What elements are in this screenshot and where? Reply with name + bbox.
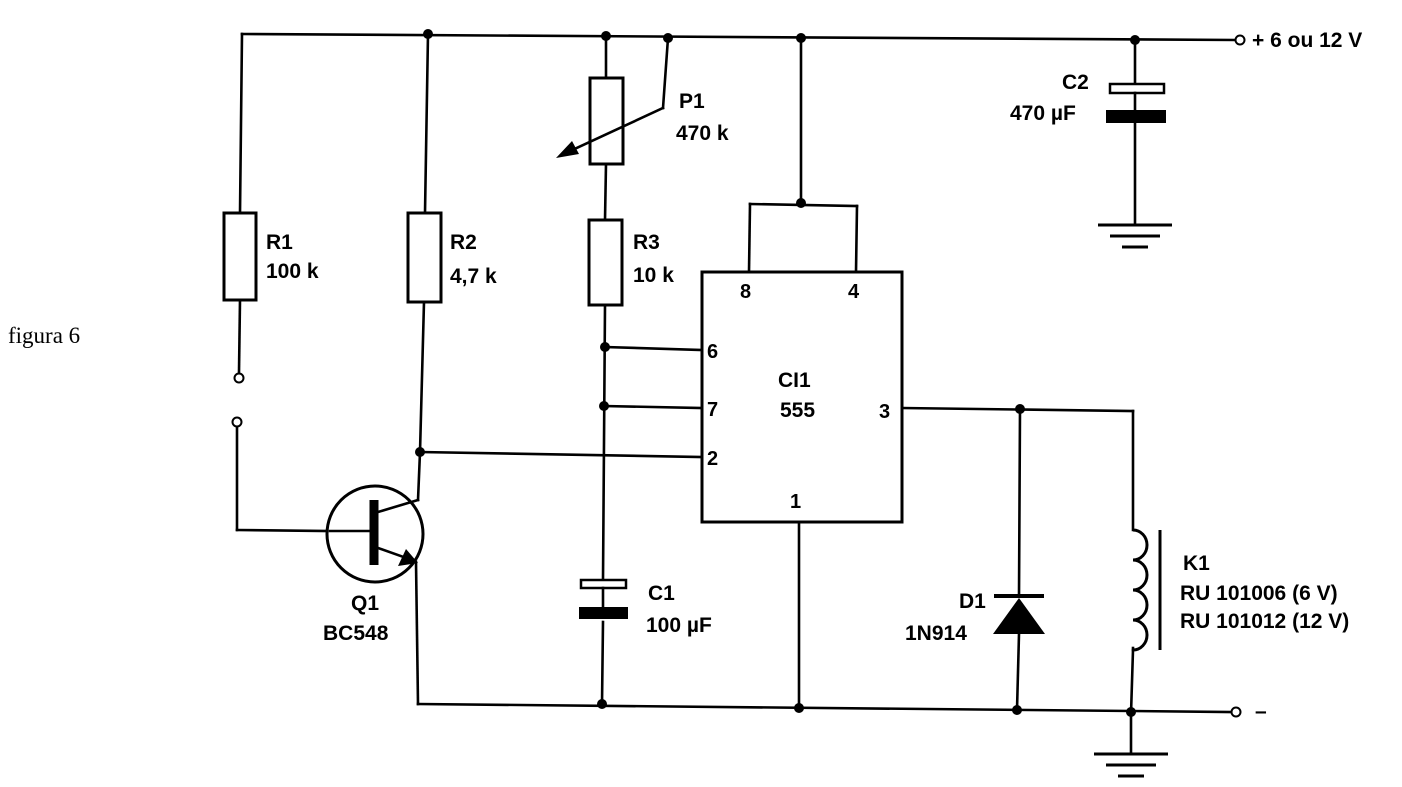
positive-supply-label: + 6 ou 12 V	[1252, 29, 1362, 52]
k1-ref: K1	[1183, 552, 1210, 575]
d1-diode-symbol	[993, 594, 1045, 634]
c1-ref: C1	[648, 582, 675, 605]
ci1-value: 555	[780, 399, 815, 422]
p1-ref: P1	[679, 90, 705, 113]
d1-value: 1N914	[905, 622, 967, 645]
c2-capacitor-symbol	[1106, 82, 1166, 123]
ci1-pin-1: 1	[790, 491, 801, 513]
ground-symbol-main	[1094, 752, 1168, 778]
q1-value: BC548	[323, 622, 389, 645]
r2-value: 4,7 k	[450, 265, 497, 288]
k1-relay-coil-symbol	[1131, 528, 1162, 652]
ci1-pin-3: 3	[879, 401, 890, 423]
r1-open-contact-top	[233, 372, 245, 384]
k1-model-12v: RU 101012 (12 V)	[1180, 610, 1349, 633]
r3-value: 10 k	[633, 264, 674, 287]
q1-transistor-symbol	[325, 484, 425, 584]
p1-potentiometer-symbol	[588, 76, 625, 166]
ci1-pin-8: 8	[740, 281, 751, 303]
positive-rail	[240, 32, 1237, 42]
ci1-555-timer-body	[700, 270, 904, 524]
k1-model-6v: RU 101006 (6 V)	[1180, 582, 1338, 605]
c2-value: 470 µF	[1010, 102, 1076, 125]
r1-value: 100 k	[266, 260, 319, 283]
r1-open-contact-bottom	[231, 416, 243, 428]
r1-ref: R1	[266, 231, 293, 254]
junction-dots	[415, 29, 1140, 717]
c2-ref: C2	[1062, 71, 1089, 94]
p1-value: 470 k	[676, 122, 729, 145]
ci1-ref: CI1	[778, 369, 811, 392]
r2-ref: R2	[450, 231, 477, 254]
negative-rail	[416, 702, 1234, 714]
figure-caption: figura 6	[8, 323, 80, 348]
negative-terminal	[1230, 706, 1242, 718]
c1-value: 100 µF	[646, 614, 712, 637]
r2-resistor-symbol	[406, 211, 443, 304]
wires	[235, 32, 1237, 754]
ci1-pin-4: 4	[848, 281, 860, 303]
positive-terminal	[1234, 34, 1246, 46]
negative-supply-label: –	[1255, 700, 1267, 723]
p1-wiper-arrow	[556, 106, 665, 158]
r3-resistor-symbol	[587, 218, 624, 307]
ci1-pin-2: 2	[707, 448, 718, 470]
r1-resistor-symbol	[222, 211, 258, 302]
ground-symbol-c2	[1098, 223, 1172, 249]
ci1-pin-7: 7	[707, 399, 718, 421]
c1-capacitor-symbol	[579, 578, 628, 619]
r3-ref: R3	[633, 231, 660, 254]
q1-ref: Q1	[351, 592, 379, 615]
ci1-pin-6: 6	[707, 341, 718, 363]
d1-ref: D1	[959, 590, 986, 613]
